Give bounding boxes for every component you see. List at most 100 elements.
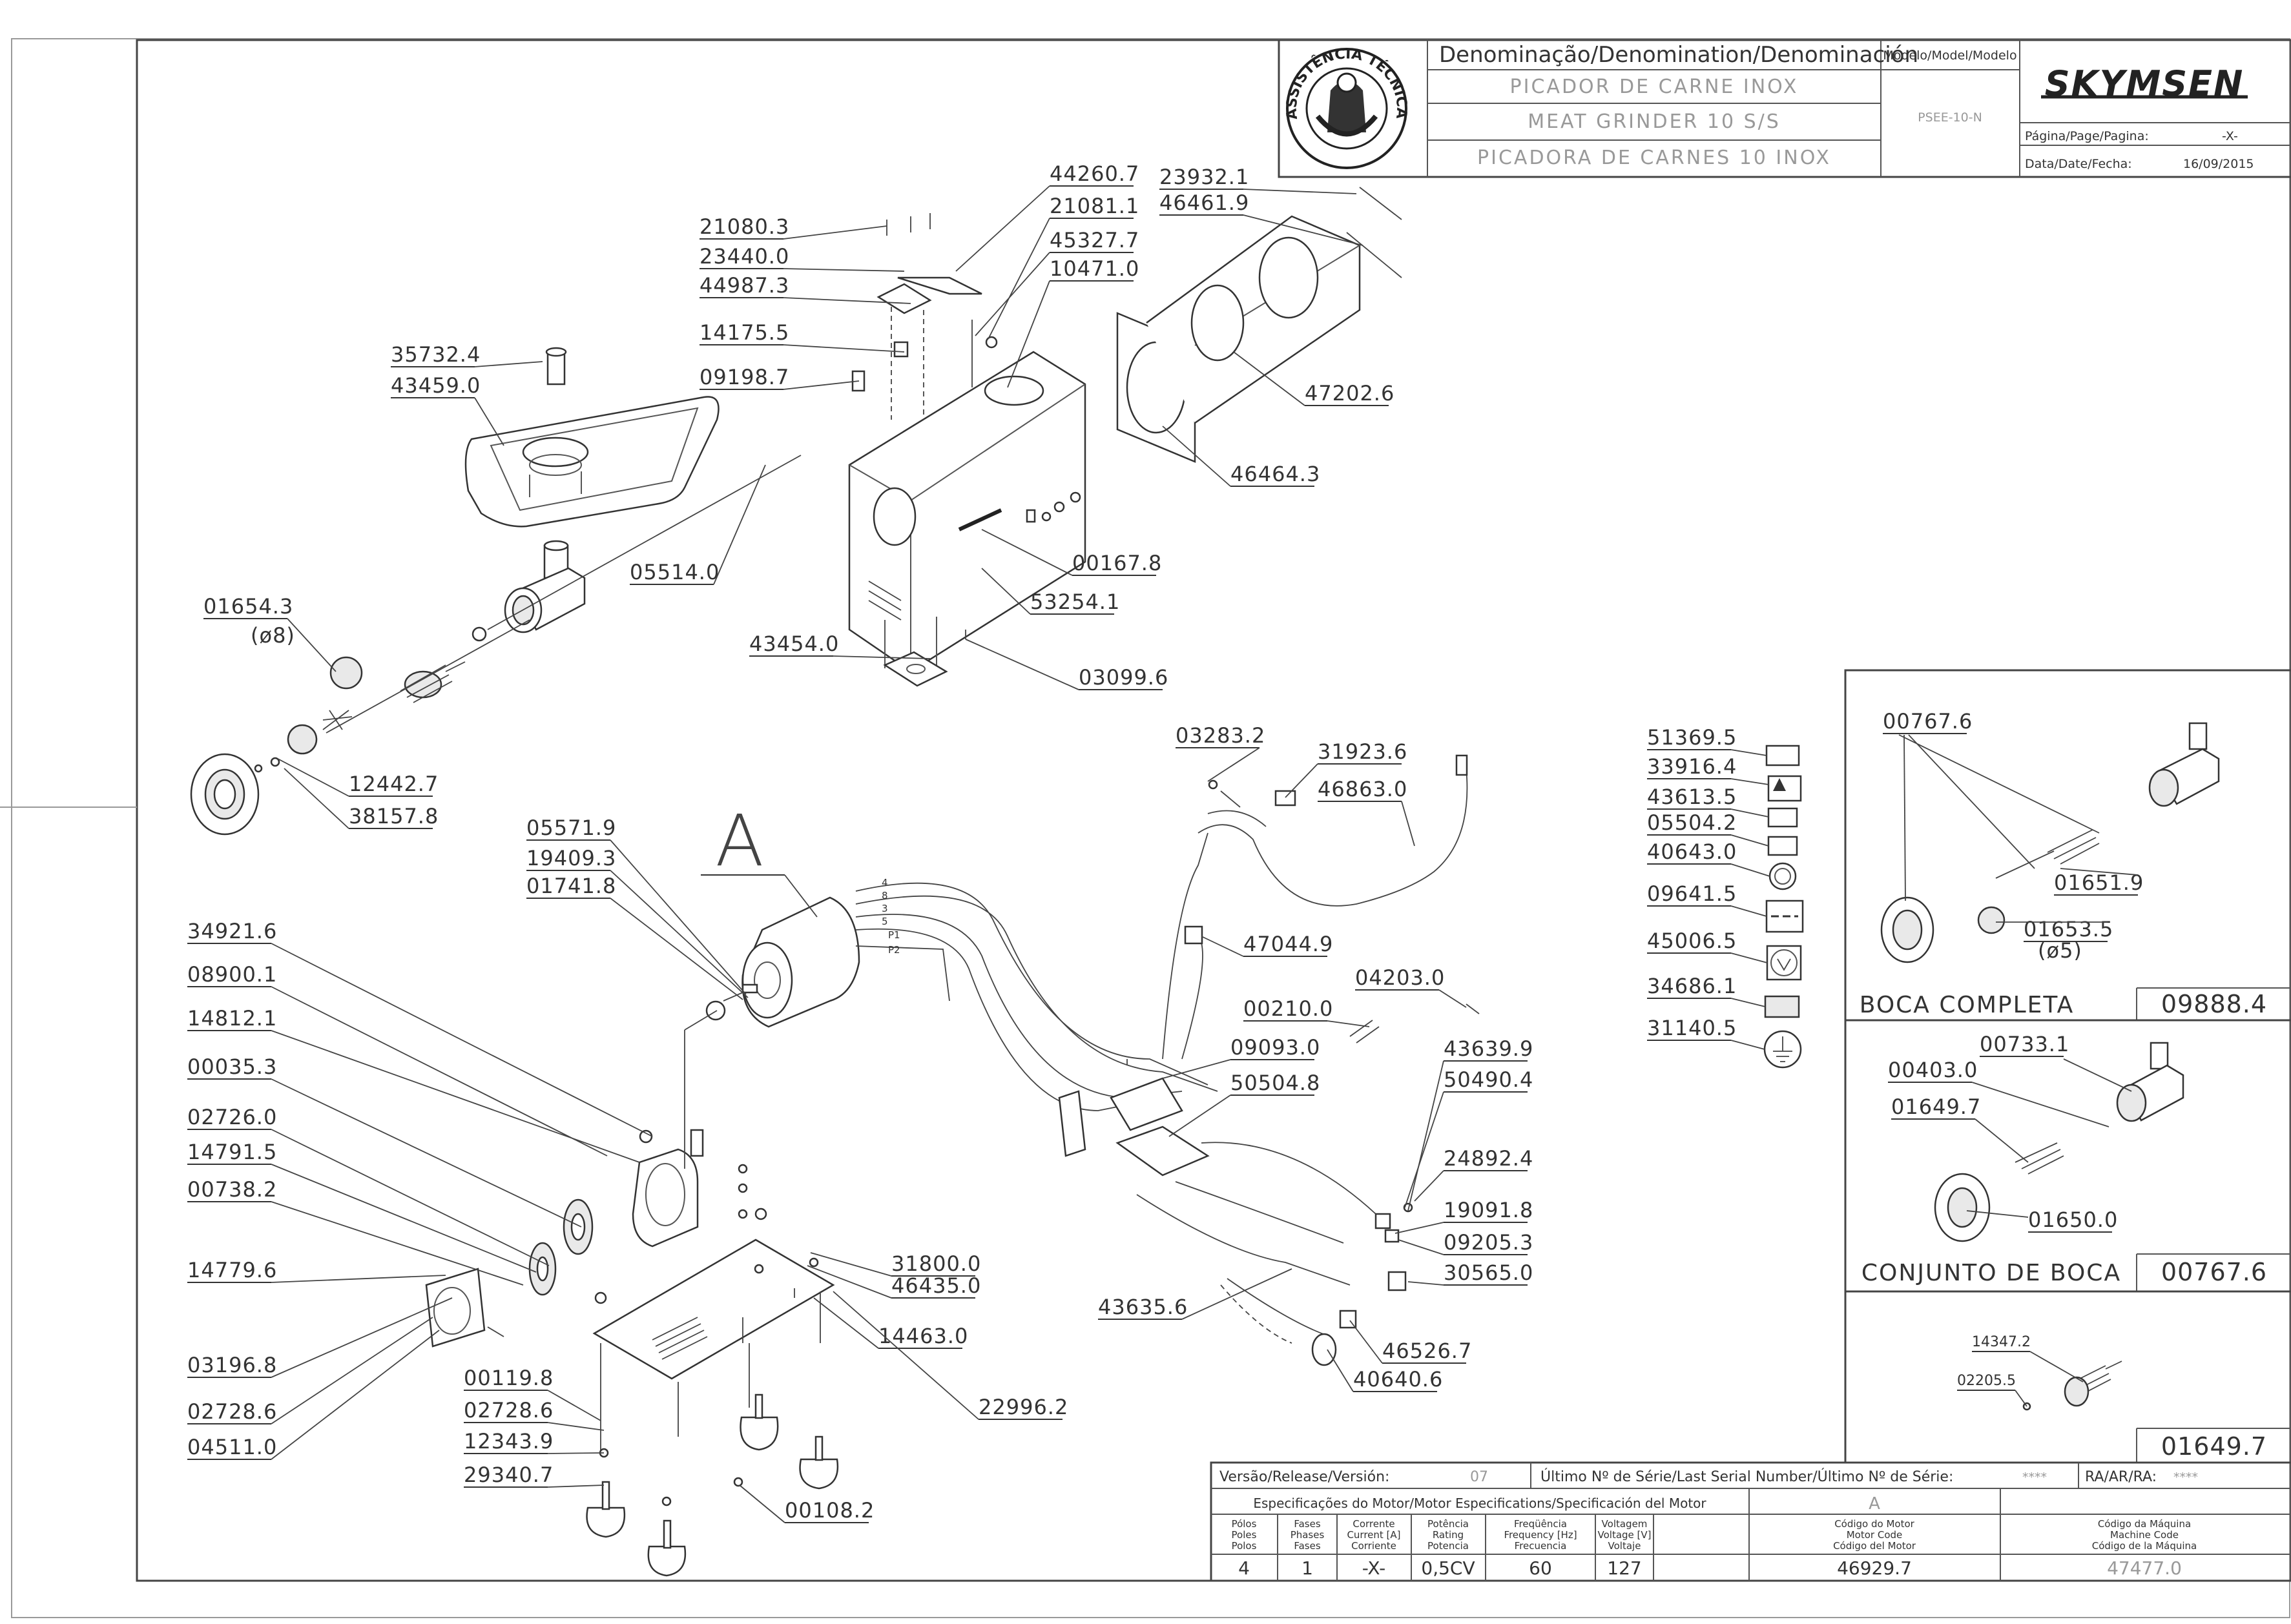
rubber-feet	[586, 1393, 839, 1577]
product-name-pt: PICADOR DE CARNE INOX	[1510, 76, 1799, 98]
part-number-label: 00035.3	[187, 1054, 277, 1079]
spec-column-value: 0,5CV	[1421, 1557, 1475, 1579]
spec-column-header: Rating	[1433, 1529, 1464, 1541]
callout-leader	[1207, 747, 1260, 782]
callout-leader	[783, 344, 905, 353]
product-name-es: PICADORA DE CARNES 10 INOX	[1477, 147, 1831, 169]
part-number-label: 05514.0	[630, 560, 720, 584]
base-plate	[592, 1164, 835, 1453]
model-label: Modelo/Model/Modelo	[1883, 48, 2016, 63]
feed-tray	[464, 347, 720, 528]
callout-leader	[1349, 1320, 1383, 1364]
callout-leader	[1243, 189, 1357, 194]
spec-column-header: Fases	[1294, 1518, 1320, 1530]
version-label: Versão/Release/Versión:	[1219, 1469, 1389, 1485]
part-number-label: 00738.2	[187, 1177, 277, 1202]
callout-leader	[955, 185, 1050, 272]
inset-part-label: 14347.2	[1972, 1334, 2031, 1350]
decal-legend	[1763, 745, 1804, 1069]
spec-column-header: Corriente	[1351, 1540, 1396, 1552]
part-number-label: 40640.6	[1353, 1367, 1443, 1392]
callout-leader	[965, 639, 1079, 690]
part-number-label: 34686.1	[1647, 974, 1737, 998]
callout-leader	[284, 768, 349, 829]
gear-housing	[425, 1129, 704, 1348]
part-number-label: 00167.8	[1072, 551, 1162, 575]
part-number-label: 31140.5	[1647, 1016, 1737, 1040]
serial-value: ****	[2022, 1470, 2047, 1485]
part-number-label: 46863.0	[1318, 777, 1407, 801]
part-number-label: 22996.2	[979, 1395, 1068, 1419]
part-number-label: 46435.0	[891, 1273, 981, 1298]
callout-leader	[1438, 989, 1467, 1008]
spec-column-header: Phases	[1291, 1529, 1325, 1541]
spec-column-header: Voltaje	[1608, 1540, 1641, 1552]
part-number-label: 02728.6	[187, 1399, 277, 1424]
version-value: 07	[1470, 1469, 1488, 1485]
callout-leader	[271, 943, 653, 1137]
part-number-label: 53254.1	[1030, 590, 1120, 614]
motor-spec-label: Especificações do Motor/Motor Especifica…	[1253, 1496, 1706, 1511]
motor-wires	[855, 882, 1218, 1111]
callout-leader	[277, 758, 349, 797]
callout-leader	[474, 397, 504, 446]
inset-conjunto-de-boca	[1844, 1019, 2291, 1293]
worm-screw	[400, 661, 466, 703]
spec-column-header: Poles	[1232, 1529, 1257, 1541]
part-number-label: 14175.5	[700, 320, 789, 345]
callout-leader	[975, 252, 1050, 336]
spec-column-value: 127	[1607, 1557, 1641, 1579]
part-number-label: 45327.7	[1050, 228, 1139, 252]
callout-leader	[833, 655, 931, 659]
callout-leader	[610, 839, 747, 995]
callout-leader	[1730, 808, 1769, 817]
part-number-label: 03196.8	[187, 1353, 277, 1377]
callout-leader	[783, 380, 860, 390]
body-housing	[848, 351, 1086, 673]
callout-leader	[271, 1317, 433, 1424]
part-number-label: 43613.5	[1647, 785, 1737, 809]
spec-columns: PólosPolesPolos4FasesPhasesFases1Corrent…	[1232, 1518, 2197, 1579]
part-number-label: 03099.6	[1079, 665, 1168, 690]
callout-leader	[1327, 1349, 1354, 1392]
outer-border	[11, 38, 2290, 1618]
callout-leader	[1730, 863, 1770, 877]
part-number-label: 19409.3	[526, 846, 616, 870]
inset-part-label: 00767.6	[1883, 709, 1973, 734]
part-number-label: 43459.0	[391, 373, 481, 398]
part-number-label: 04511.0	[187, 1435, 277, 1459]
part-number-label: 10471.0	[1050, 256, 1139, 281]
blade-and-plate	[254, 626, 487, 773]
callout-leader	[1394, 1222, 1444, 1234]
part-number-label: 04203.0	[1355, 965, 1445, 990]
callout-leader	[271, 1275, 446, 1283]
part-number-label: 51369.5	[1647, 725, 1737, 750]
spec-column-header: Pólos	[1232, 1518, 1257, 1530]
part-number-label: 21080.3	[700, 214, 789, 239]
callout-leader	[271, 1164, 537, 1273]
callout-leader	[1285, 763, 1318, 798]
motor-spec-value: A	[1869, 1494, 1880, 1514]
part-number-label: 44260.7	[1050, 161, 1139, 186]
callout-leader	[1407, 1060, 1444, 1211]
callout-leader	[833, 1291, 979, 1420]
spec-column-header: Potencia	[1427, 1540, 1469, 1552]
callout-leader	[1327, 1020, 1370, 1027]
part-number-label: 24892.4	[1444, 1146, 1533, 1171]
callout-leader	[271, 986, 608, 1156]
callout-leader	[271, 1078, 582, 1228]
spec-column-header: Motor Code	[1847, 1529, 1903, 1541]
spec-column-header: Código del Motor	[1833, 1540, 1916, 1552]
part-number-label: 47202.6	[1305, 381, 1394, 406]
spec-column-header: Frecuencia	[1515, 1540, 1567, 1552]
callout-leader	[1407, 1281, 1444, 1286]
callout-leader	[739, 1485, 785, 1523]
callout-leader	[783, 297, 911, 304]
wire-label: 4	[882, 877, 888, 889]
callout-leader	[547, 1422, 605, 1431]
inset-title: CONJUNTO DE BOCA	[1861, 1260, 2121, 1286]
motor	[705, 896, 860, 1028]
callout-leader	[1730, 905, 1767, 917]
